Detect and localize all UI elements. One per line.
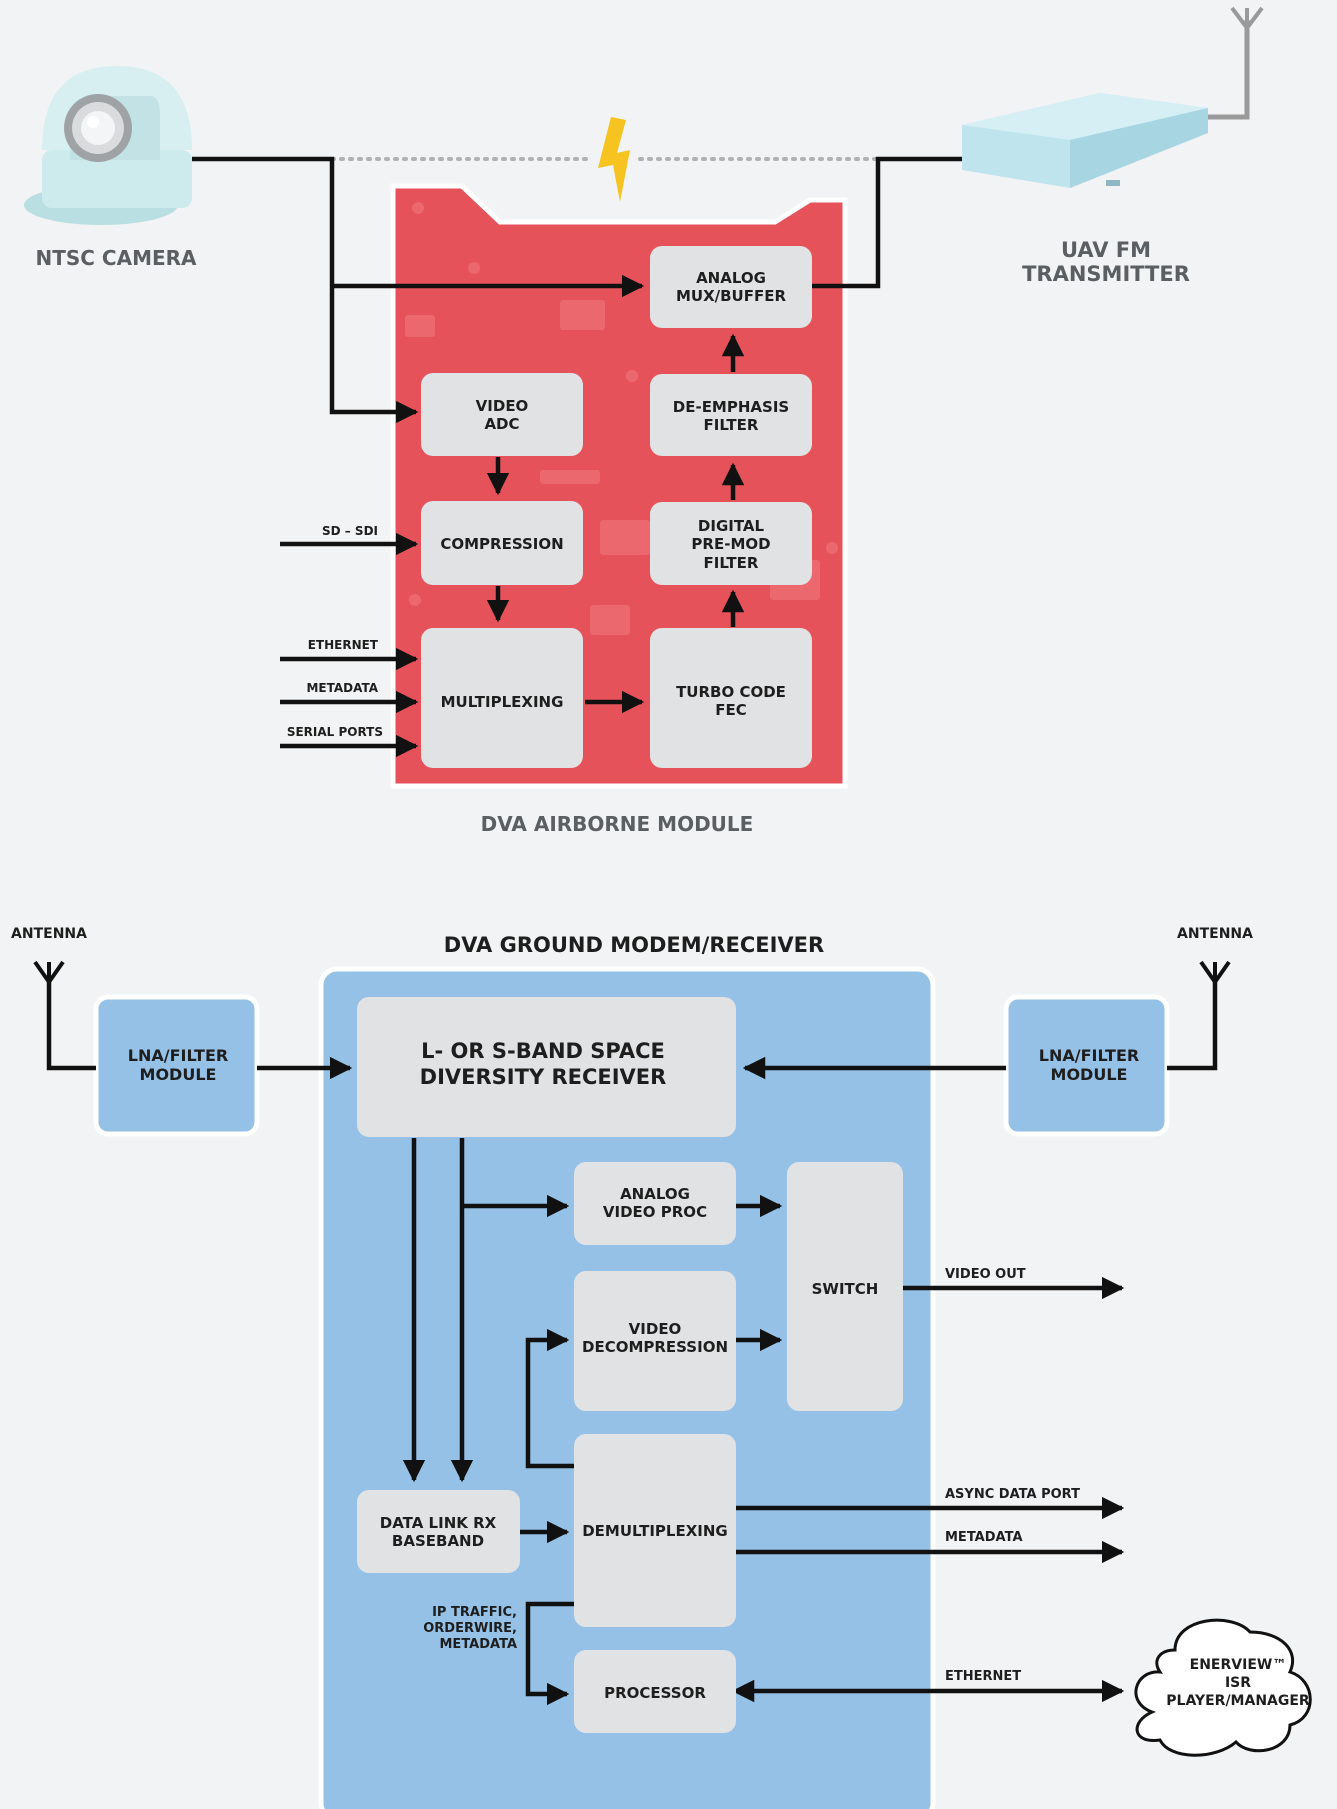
airborne-module-title: DVA AIRBORNE MODULE xyxy=(481,812,754,836)
switch-block xyxy=(787,1162,903,1411)
multiplexing-label: MULTIPLEXING xyxy=(441,693,564,711)
video-adc-label-line1: VIDEO xyxy=(476,397,529,415)
video-decompression-block xyxy=(574,1271,736,1411)
transmitter-icon xyxy=(962,6,1264,188)
switch-label: SWITCH xyxy=(812,1280,879,1298)
diversity-receiver-block xyxy=(357,997,736,1137)
lna-left-label-line2: MODULE xyxy=(140,1065,217,1084)
sd-sdi-input-label: SD – SDI xyxy=(322,524,378,538)
video-adc-block xyxy=(421,373,583,456)
ethernet-input-label: ETHERNET xyxy=(308,638,379,652)
camera-label: NTSC CAMERA xyxy=(35,246,197,270)
video-decompression-line2: DECOMPRESSION xyxy=(582,1338,728,1356)
processor-block xyxy=(574,1650,736,1733)
de-emphasis-filter-block xyxy=(650,374,812,456)
multiplexing-block xyxy=(421,628,583,768)
metadata-input-label: METADATA xyxy=(306,681,378,695)
serial-ports-input-label: SERIAL PORTS xyxy=(287,725,383,739)
left-antenna-icon xyxy=(33,960,65,986)
lna-left-label-line1: LNA/FILTER xyxy=(128,1046,228,1065)
analog-video-proc-block xyxy=(574,1162,736,1245)
digital-pre-mod-label-line2: PRE-MOD xyxy=(691,535,770,553)
compression-label: COMPRESSION xyxy=(440,535,563,553)
analog-video-proc-line1: ANALOG xyxy=(620,1185,690,1203)
ip-traffic-label-line2: ORDERWIRE, xyxy=(423,1621,517,1636)
turbo-code-label-line2: FEC xyxy=(715,701,747,719)
data-link-label-line2: BASEBAND xyxy=(392,1532,484,1550)
airborne-wires xyxy=(192,156,962,758)
metadata-output-label: METADATA xyxy=(945,1530,1023,1545)
demultiplexing-block xyxy=(574,1434,736,1627)
analog-mux-label-line2: MUX/BUFFER xyxy=(676,287,787,305)
lna-right-label-line2: MODULE xyxy=(1051,1065,1128,1084)
lna-filter-module-right xyxy=(1003,994,1170,1137)
left-antenna-label: ANTENNA xyxy=(11,926,87,942)
de-emphasis-label-line1: DE-EMPHASIS xyxy=(673,398,789,416)
digital-pre-mod-filter-block xyxy=(650,502,812,585)
data-link-label-line1: DATA LINK RX xyxy=(380,1514,497,1532)
enerview-label-line1: ENERVIEW™ xyxy=(1190,1657,1287,1673)
receiver-label-line2: DIVERSITY RECEIVER xyxy=(420,1065,667,1089)
analog-video-proc-line2: VIDEO PROC xyxy=(603,1203,707,1221)
right-antenna-icon xyxy=(1199,960,1231,986)
analog-mux-label-line1: ANALOG xyxy=(696,269,766,287)
digital-pre-mod-label-line3: FILTER xyxy=(704,554,759,572)
ground-modem-title: DVA GROUND MODEM/RECEIVER xyxy=(444,933,824,957)
ethernet-output-label: ETHERNET xyxy=(945,1669,1021,1684)
data-link-rx-baseband-block xyxy=(357,1490,520,1573)
video-out-label: VIDEO OUT xyxy=(945,1267,1026,1282)
ip-traffic-label-line1: IP TRAFFIC, xyxy=(432,1605,517,1620)
de-emphasis-label-line2: FILTER xyxy=(704,416,759,434)
async-data-port-label: ASYNC DATA PORT xyxy=(945,1487,1080,1502)
analog-mux-buffer-block xyxy=(650,246,812,328)
turbo-code-fec-block xyxy=(650,628,812,768)
turbo-code-label-line1: TURBO CODE xyxy=(676,683,786,701)
transmitter-label-line2: TRANSMITTER xyxy=(1022,262,1190,286)
ip-traffic-label-line3: METADATA xyxy=(440,1637,518,1652)
demultiplexing-label: DEMULTIPLEXING xyxy=(582,1522,728,1540)
camera-icon xyxy=(24,66,192,225)
compression-block xyxy=(421,501,583,585)
video-adc-label-line2: ADC xyxy=(484,415,519,433)
enerview-cloud-icon xyxy=(1134,1618,1312,1757)
ground-wires xyxy=(46,982,1218,1706)
enerview-label-line2: ISR xyxy=(1225,1675,1251,1691)
transmitter-label-line1: UAV FM xyxy=(1061,238,1151,262)
digital-pre-mod-label-line1: DIGITAL xyxy=(698,517,765,535)
right-antenna-label: ANTENNA xyxy=(1177,926,1253,942)
lna-filter-module-left xyxy=(93,994,260,1137)
lightning-icon xyxy=(598,117,630,202)
processor-label: PROCESSOR xyxy=(604,1684,706,1702)
video-decompression-line1: VIDEO xyxy=(629,1320,682,1338)
receiver-label-line1: L- OR S-BAND SPACE xyxy=(421,1039,665,1063)
lna-right-label-line1: LNA/FILTER xyxy=(1039,1046,1139,1065)
enerview-label-line3: PLAYER/MANAGER xyxy=(1166,1693,1310,1709)
